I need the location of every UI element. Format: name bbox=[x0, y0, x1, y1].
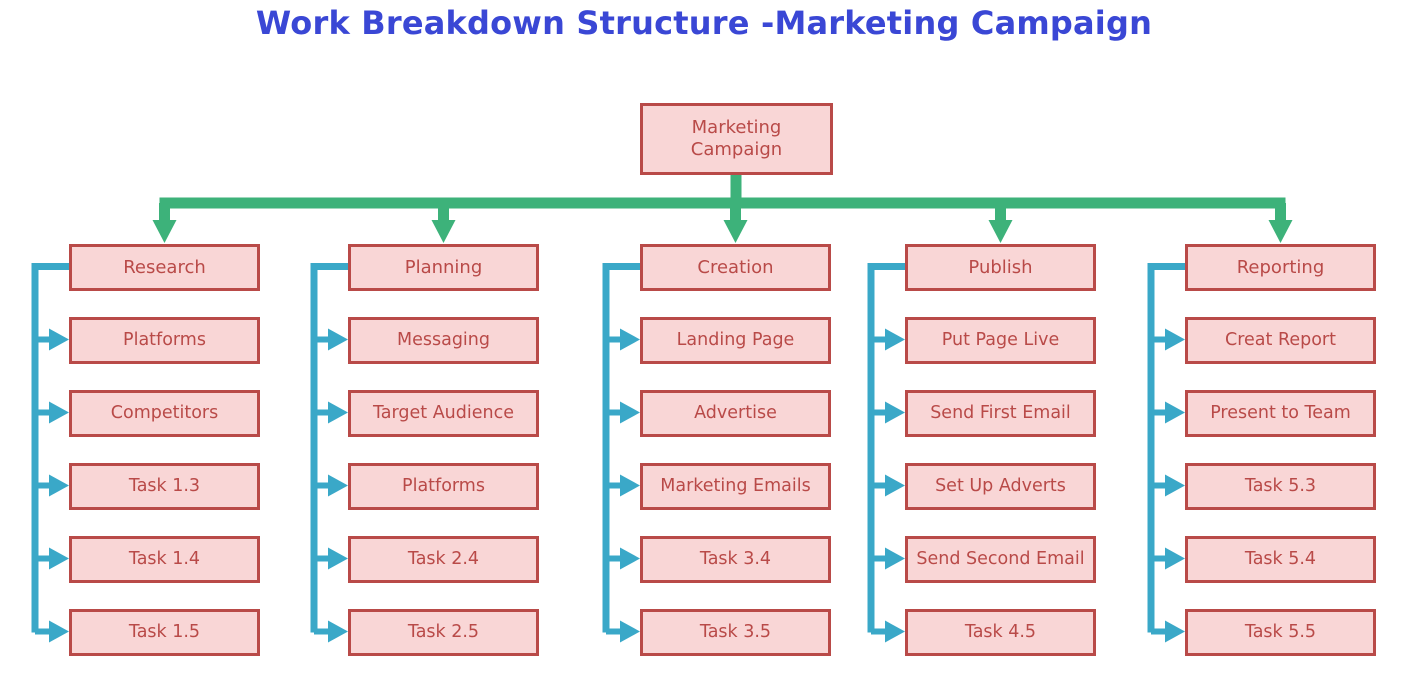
phase-spine-connector bbox=[31, 263, 69, 633]
task-arrowhead bbox=[49, 547, 69, 570]
task-arrowhead bbox=[620, 474, 640, 497]
branch-arrowhead bbox=[152, 220, 177, 243]
phase-spine-connector bbox=[602, 263, 640, 633]
task-box: Target Audience bbox=[348, 390, 539, 437]
task-arrowhead bbox=[620, 401, 640, 424]
task-box: Present to Team bbox=[1185, 390, 1376, 437]
task-box: Task 3.5 bbox=[640, 609, 831, 656]
branch-arrowhead bbox=[723, 220, 748, 243]
phase-header-research: Research bbox=[69, 244, 260, 291]
task-arrowhead bbox=[328, 474, 348, 497]
task-box: Competitors bbox=[69, 390, 260, 437]
task-arrowhead bbox=[885, 547, 905, 570]
task-box: Task 3.4 bbox=[640, 536, 831, 583]
branch-arrowhead bbox=[1268, 220, 1293, 243]
task-arrowhead bbox=[49, 620, 69, 643]
phase-header-reporting: Reporting bbox=[1185, 244, 1376, 291]
task-arrowhead bbox=[328, 620, 348, 643]
task-box: Messaging bbox=[348, 317, 539, 364]
task-arrowhead bbox=[49, 401, 69, 424]
task-box: Put Page Live bbox=[905, 317, 1096, 364]
root-node-marketing-campaign: Marketing Campaign bbox=[640, 103, 833, 175]
branch-arrowhead bbox=[431, 220, 456, 243]
phase-header-planning: Planning bbox=[348, 244, 539, 291]
task-box: Task 2.5 bbox=[348, 609, 539, 656]
task-arrowhead bbox=[620, 547, 640, 570]
subtask-connectors bbox=[31, 263, 1185, 643]
phase-header-creation: Creation bbox=[640, 244, 831, 291]
task-box: Task 1.3 bbox=[69, 463, 260, 510]
branch-arrowhead bbox=[988, 220, 1013, 243]
task-arrowhead bbox=[328, 401, 348, 424]
page-title: Work Breakdown Structure -Marketing Camp… bbox=[255, 4, 1153, 42]
task-box: Advertise bbox=[640, 390, 831, 437]
task-arrowhead bbox=[328, 547, 348, 570]
phase-header-publish: Publish bbox=[905, 244, 1096, 291]
task-box: Task 1.4 bbox=[69, 536, 260, 583]
task-box: Marketing Emails bbox=[640, 463, 831, 510]
task-arrowhead bbox=[620, 620, 640, 643]
task-arrowhead bbox=[49, 474, 69, 497]
task-box: Task 4.5 bbox=[905, 609, 1096, 656]
task-arrowhead bbox=[1165, 474, 1185, 497]
task-arrowhead bbox=[1165, 401, 1185, 424]
task-arrowhead bbox=[885, 401, 905, 424]
task-box: Task 1.5 bbox=[69, 609, 260, 656]
task-arrowhead bbox=[885, 620, 905, 643]
task-box: Task 5.5 bbox=[1185, 609, 1376, 656]
task-box: Send First Email bbox=[905, 390, 1096, 437]
task-arrowhead bbox=[1165, 328, 1185, 351]
task-box: Platforms bbox=[69, 317, 260, 364]
task-box: Task 5.3 bbox=[1185, 463, 1376, 510]
phase-spine-connector bbox=[867, 263, 905, 633]
task-box: Send Second Email bbox=[905, 536, 1096, 583]
task-box: Creat Report bbox=[1185, 317, 1376, 364]
top-level-connectors bbox=[152, 175, 1293, 243]
task-arrowhead bbox=[1165, 547, 1185, 570]
task-box: Task 2.4 bbox=[348, 536, 539, 583]
phase-spine-connector bbox=[1147, 263, 1185, 633]
task-box: Set Up Adverts bbox=[905, 463, 1096, 510]
task-arrowhead bbox=[620, 328, 640, 351]
phase-spine-connector bbox=[310, 263, 348, 633]
task-box: Landing Page bbox=[640, 317, 831, 364]
task-box: Task 5.4 bbox=[1185, 536, 1376, 583]
task-box: Platforms bbox=[348, 463, 539, 510]
task-arrowhead bbox=[885, 328, 905, 351]
task-arrowhead bbox=[49, 328, 69, 351]
task-arrowhead bbox=[1165, 620, 1185, 643]
task-arrowhead bbox=[328, 328, 348, 351]
task-arrowhead bbox=[885, 474, 905, 497]
